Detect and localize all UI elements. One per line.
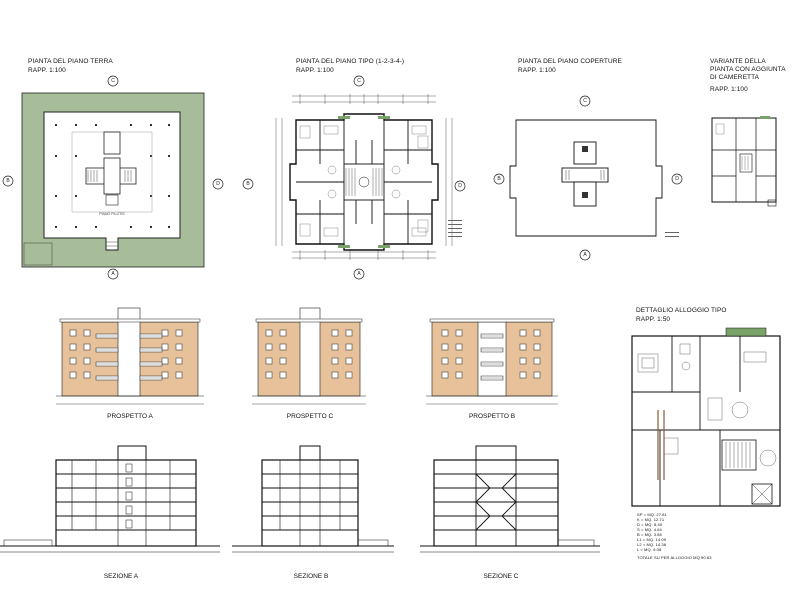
detail-area-sp: SP = MQ. 27.81 <box>637 512 667 517</box>
detail-area-l2: L2 = MQ. 14.38 <box>637 542 667 547</box>
svg-text:B: B <box>246 181 250 187</box>
detail-area-d: D = MQ. 8.40 <box>637 522 663 527</box>
variant-plan-title: VARIANTE DELLA PIANTA CON AGGIUNTA DI CA… <box>710 58 786 81</box>
detail-area-b: B = MQ. 3.85 <box>637 532 662 537</box>
detail-area-l: L = MQ. 9.08 <box>637 547 662 552</box>
elevation-b-label: PROSPETTO B <box>468 413 516 420</box>
roof-plan-scale: RAPP. 1:100 <box>518 67 556 74</box>
svg-text:A: A <box>357 271 361 277</box>
ground-center-text: PIANO PILOTIS <box>99 212 125 216</box>
marker-d-roof: D <box>671 173 683 185</box>
svg-text:B: B <box>6 178 10 184</box>
roof-plan-title: PIANTA DEL PIANO COPERTURE <box>518 58 622 65</box>
marker-d-ground: D <box>212 178 224 190</box>
marker-a-ground: A <box>107 268 119 280</box>
marker-d-typical: D <box>454 180 466 192</box>
svg-text:A: A <box>111 271 115 277</box>
elevation-b <box>426 318 558 405</box>
marker-b-typical: B <box>242 178 254 190</box>
detail-area-l1: L1 = MQ. 14.09 <box>637 537 667 542</box>
svg-text:C: C <box>111 78 115 84</box>
detail-area-s: S = MQ. 4.64 <box>637 527 662 532</box>
section-b <box>232 445 394 553</box>
svg-text:B: B <box>497 176 501 182</box>
svg-text:D: D <box>458 183 462 189</box>
svg-text:D: D <box>216 181 220 187</box>
elevation-c <box>252 307 366 405</box>
marker-a-typical: A <box>353 268 365 280</box>
variant-plan-scale: RAPP. 1:100 <box>710 86 748 93</box>
detail-scale: RAPP. 1:50 <box>636 316 671 323</box>
section-c-label: SEZIONE C <box>483 573 519 580</box>
svg-text:C: C <box>357 78 361 84</box>
ground-plan-title: PIANTA DEL PIANO TERRA <box>28 58 113 65</box>
typical-plan-title: PIANTA DEL PIANO TIPO (1-2-3-4-) <box>296 58 405 65</box>
marker-b-roof: B <box>493 173 505 185</box>
marker-c-typical: C <box>353 75 365 87</box>
section-b-label: SEZIONE B <box>293 573 329 580</box>
section-a-label: SEZIONE A <box>103 573 139 580</box>
typical-plan-scale: RAPP. 1:100 <box>296 67 334 74</box>
elevation-c-label: PROSPETTO C <box>286 413 334 420</box>
detail-title: DETTAGLIO ALLOGGIO TIPO <box>636 307 727 314</box>
detail-total: TOTALE SU PER ALLOGGIO MQ 90.63 <box>637 555 712 560</box>
section-a <box>0 445 220 553</box>
section-c <box>420 445 600 553</box>
svg-text:C: C <box>583 98 587 104</box>
svg-text:D: D <box>675 176 679 182</box>
svg-text:A: A <box>583 252 587 258</box>
marker-c-roof: C <box>579 95 591 107</box>
elevation-a-label: PROSPETTO A <box>107 413 153 420</box>
detail-area-k: K = MQ. 12.71 <box>637 517 665 522</box>
marker-b-ground: B <box>2 175 14 187</box>
marker-a-roof: A <box>579 249 591 261</box>
ground-plan-scale: RAPP. 1:100 <box>28 67 66 74</box>
elevation-a <box>56 307 204 405</box>
marker-c-ground: C <box>107 75 119 87</box>
